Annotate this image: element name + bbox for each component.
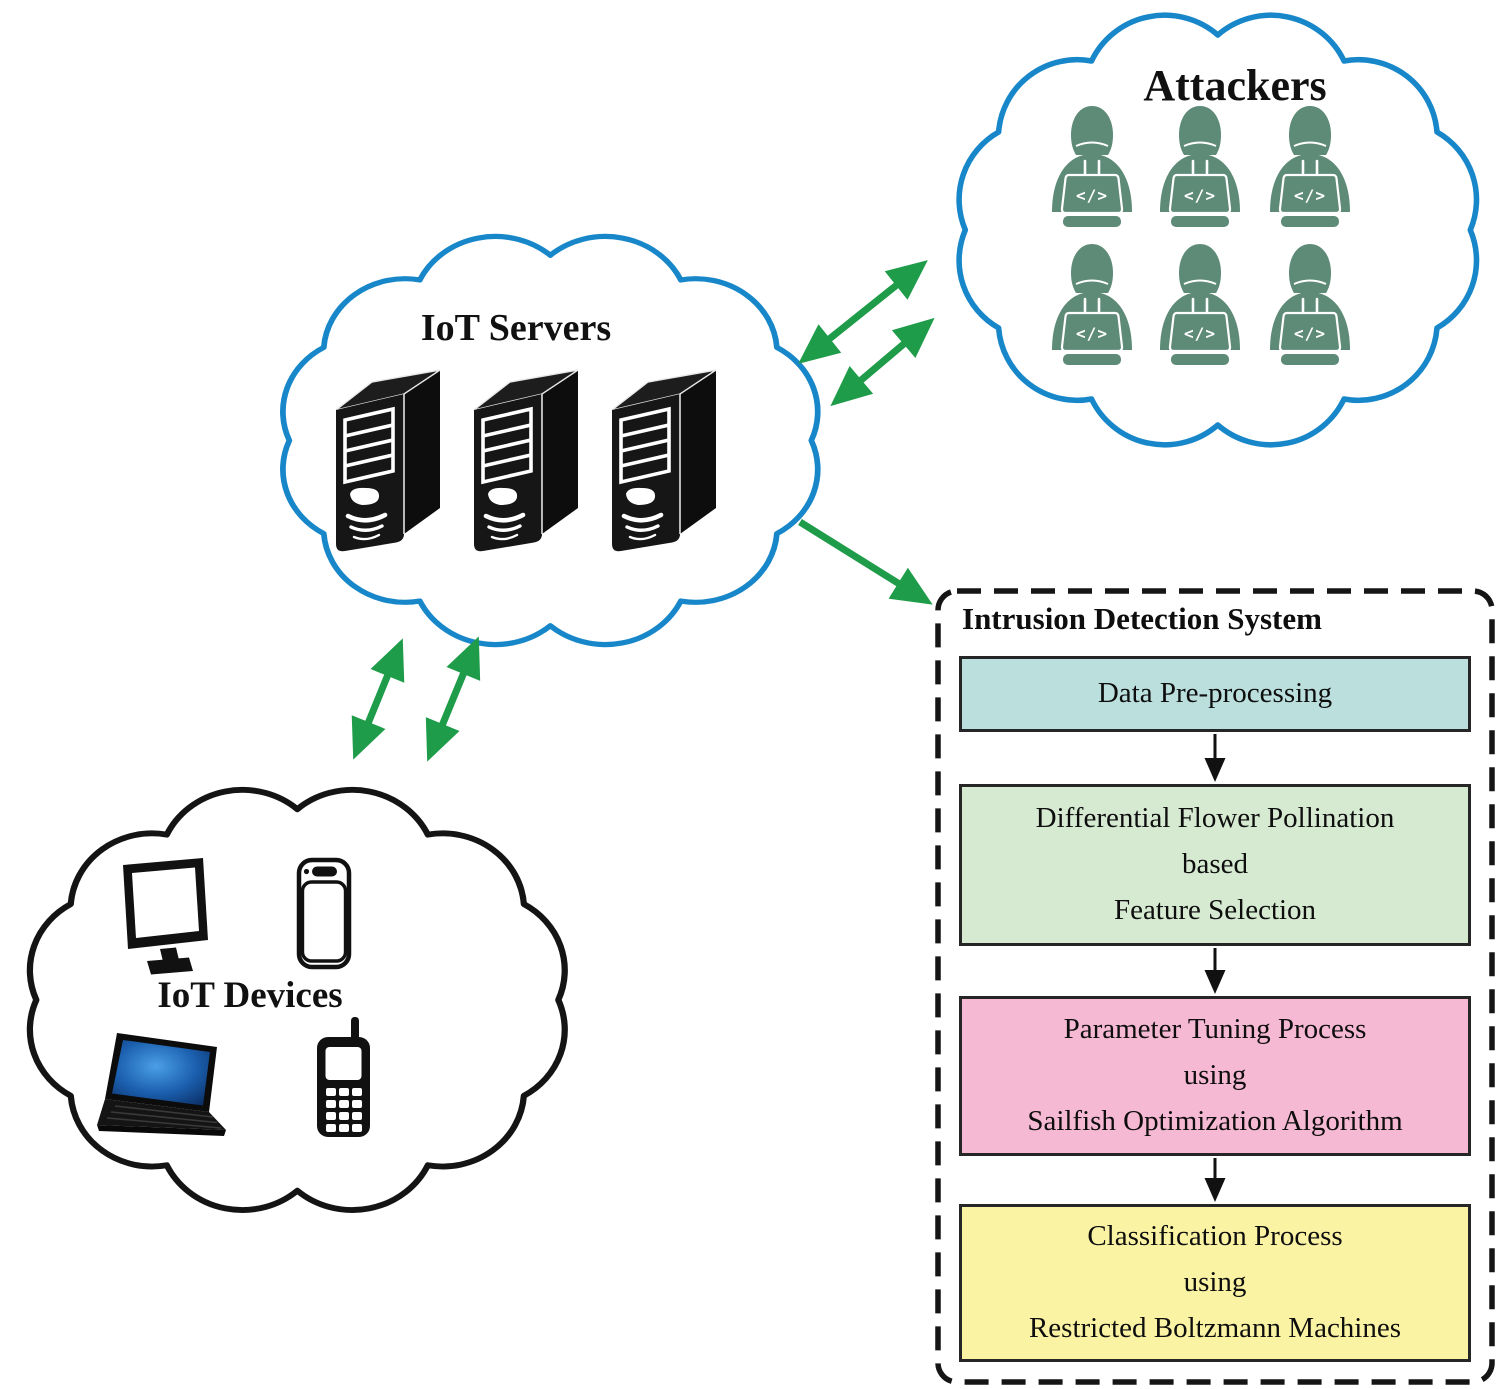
step-line: Differential Flower Pollination xyxy=(1035,802,1395,835)
step-line: Feature Selection xyxy=(1113,893,1317,926)
step-line: Classification Process xyxy=(1087,1220,1343,1253)
step-data-preprocessing: Data Pre-processing xyxy=(959,656,1471,732)
step-line: Sailfish Optimization Algorithm xyxy=(1027,1104,1403,1137)
step-line: Data Pre-processing xyxy=(1097,677,1333,710)
smartphone-icon xyxy=(296,857,352,970)
attackers-cloud: Attackers xyxy=(935,0,1501,462)
arrow-servers-attackers xyxy=(830,317,935,407)
step-line: using xyxy=(1183,1266,1247,1299)
step-classification: Classification Process using Restricted … xyxy=(959,1204,1471,1362)
attackers-cloud-label: Attackers xyxy=(1143,61,1326,110)
devices-cloud-label: IoT Devices xyxy=(157,975,342,1016)
step-line: based xyxy=(1181,848,1249,881)
iot-devices-cloud: IoT Devices xyxy=(5,775,590,1225)
step-line: using xyxy=(1183,1059,1247,1092)
step-feature-selection: Differential Flower Pollination based Fe… xyxy=(959,784,1471,946)
step-parameter-tuning: Parameter Tuning Process using Sailfish … xyxy=(959,996,1471,1156)
desktop-monitor-icon xyxy=(123,858,208,975)
ids-panel-title: Intrusion Detection System xyxy=(962,601,1322,636)
step-line: Parameter Tuning Process xyxy=(1063,1013,1367,1046)
step-line: Restricted Boltzmann Machines xyxy=(1028,1311,1402,1344)
intrusion-detection-system-panel: Intrusion Detection System Data Pre-proc… xyxy=(935,588,1495,1385)
laptop-icon xyxy=(97,1033,226,1136)
mobile-phone-icon xyxy=(317,1017,370,1137)
servers-cloud-label: IoT Servers xyxy=(421,307,611,349)
iot-servers-cloud: IoT Servers xyxy=(258,222,842,666)
